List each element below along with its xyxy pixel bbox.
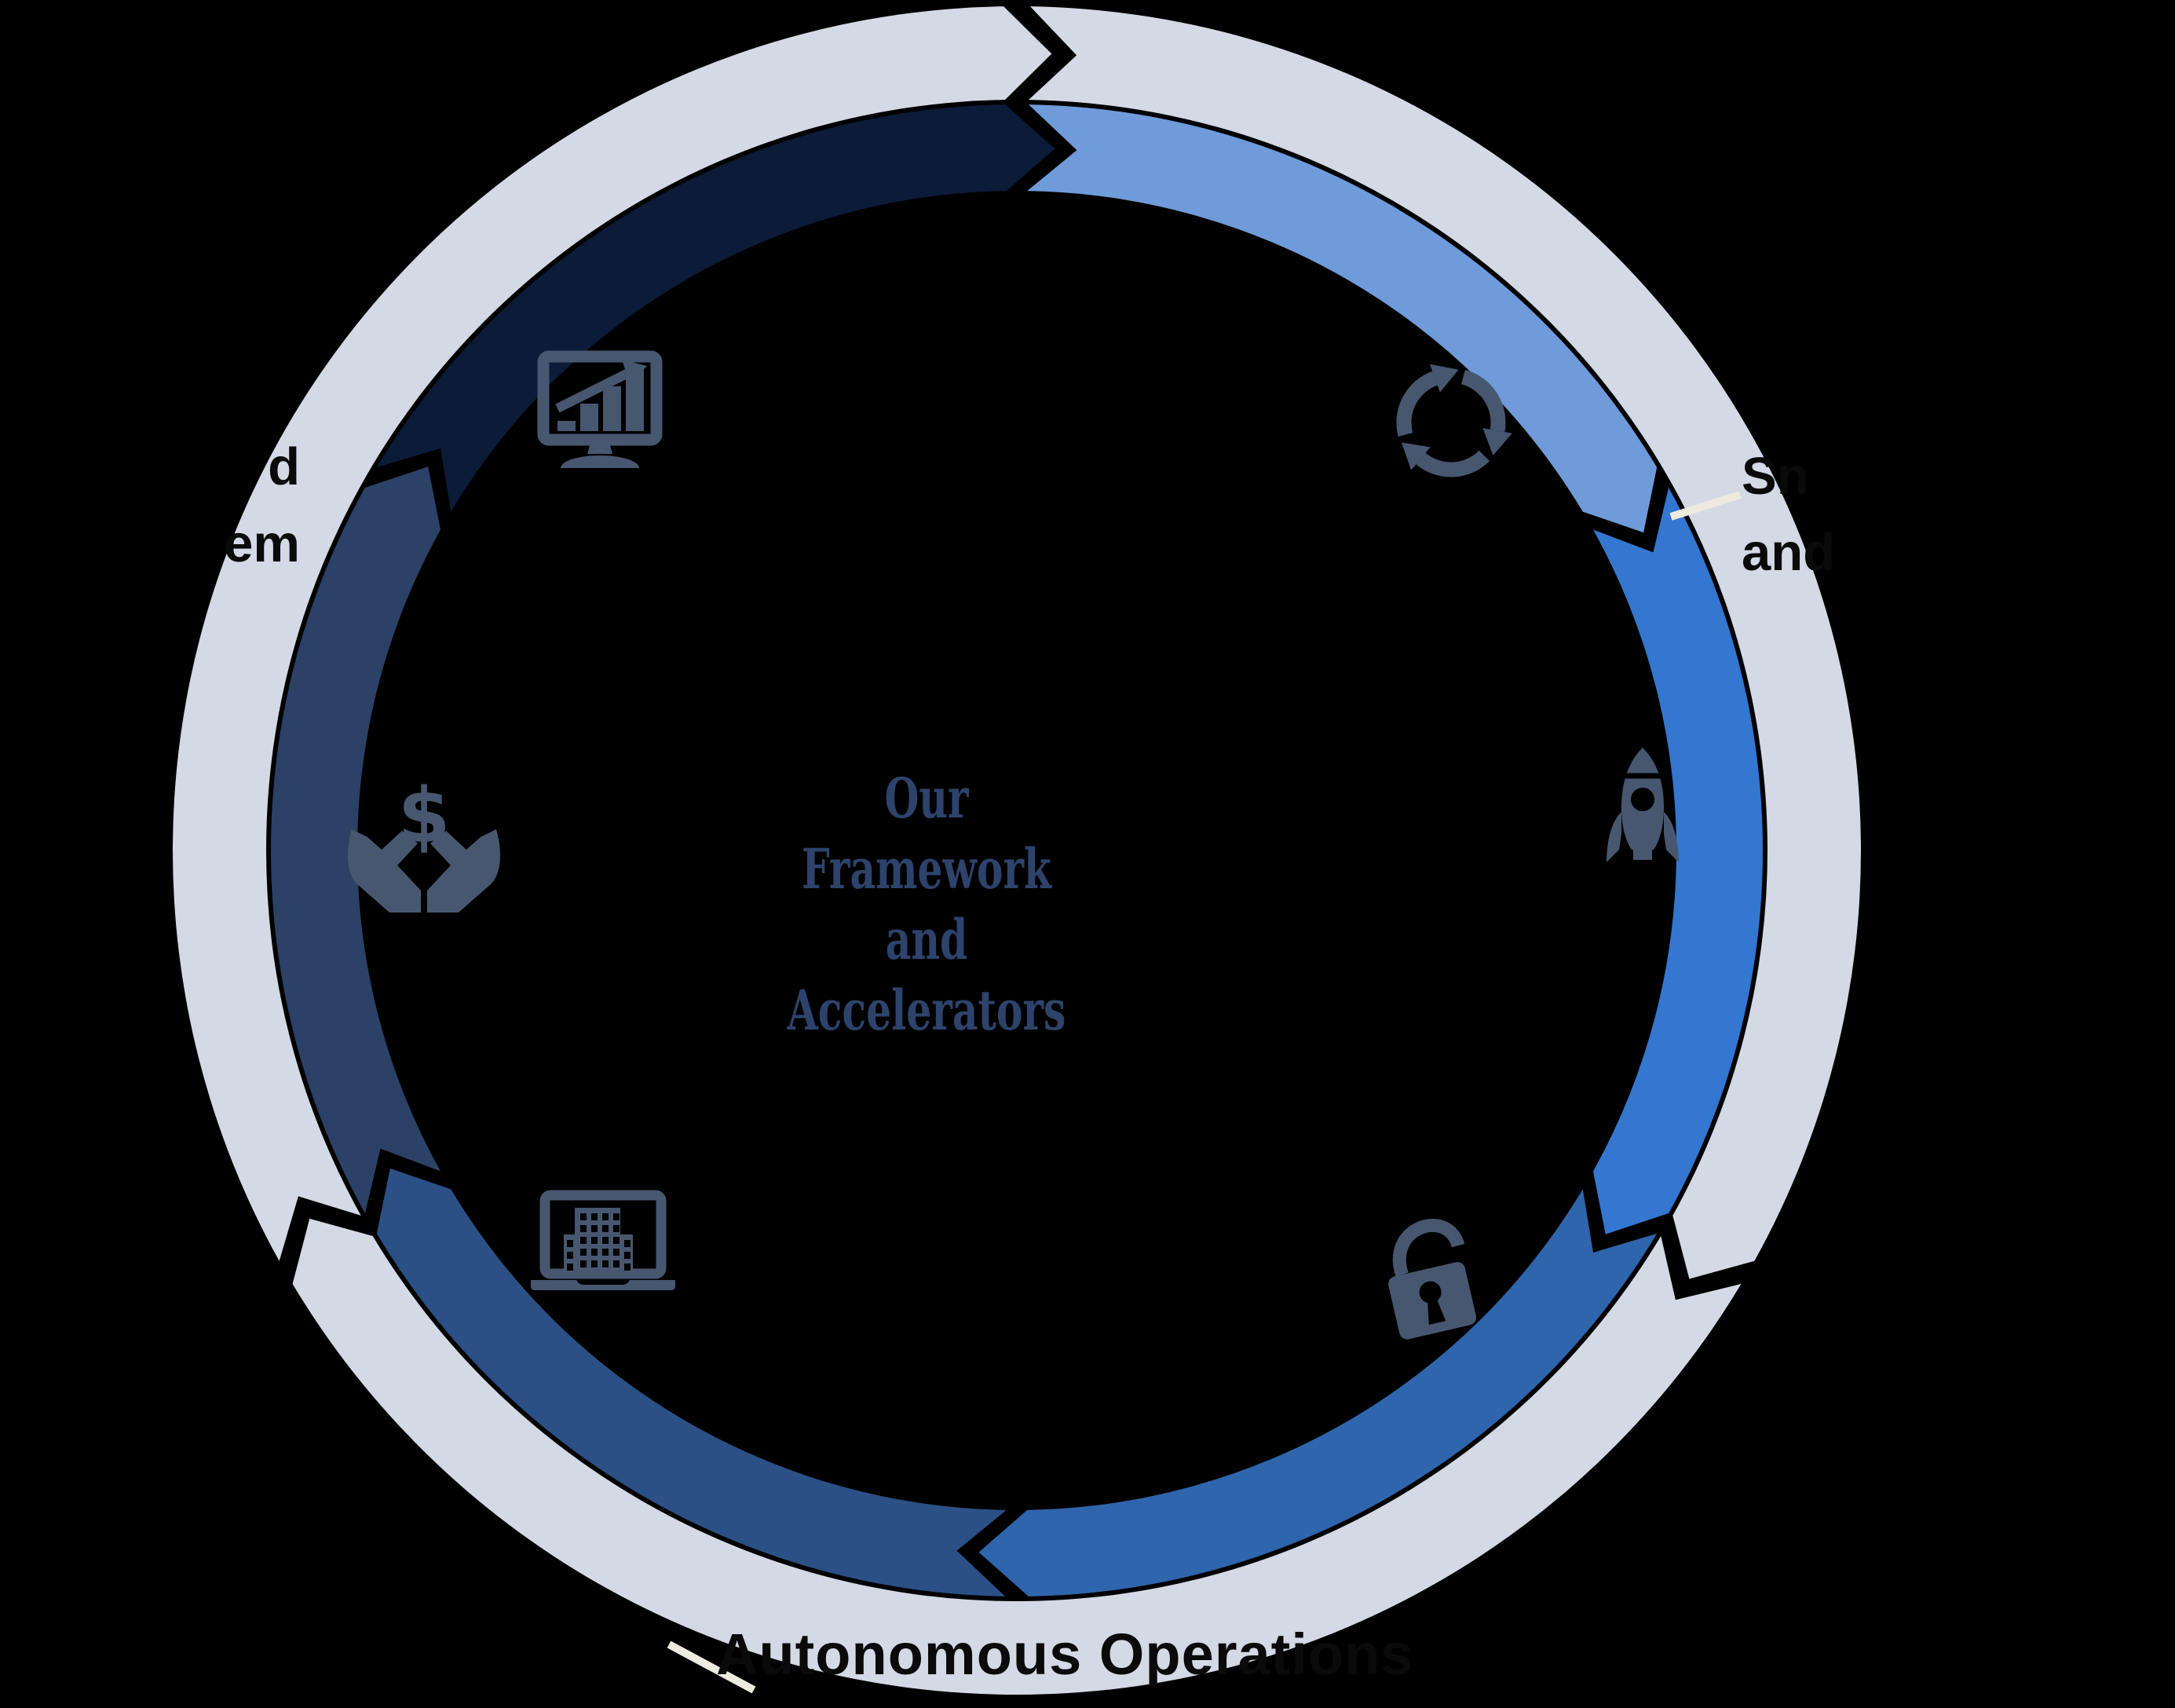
building-window <box>567 1264 573 1271</box>
label-right-line1: Sn <box>1742 447 1809 506</box>
leader-line-2 <box>1669 491 1742 521</box>
building-window <box>580 1225 587 1232</box>
laptop-building-icon <box>531 1190 675 1290</box>
label-right-line2: and <box>1742 523 1836 582</box>
building-window <box>567 1240 573 1247</box>
outer-ring-segment-3 <box>173 6 1052 1261</box>
outer-ring-segment-1 <box>1029 6 1861 1279</box>
building-window <box>613 1225 620 1232</box>
building-window <box>613 1213 620 1220</box>
building-window <box>567 1252 573 1259</box>
building-window <box>602 1213 609 1220</box>
building-window <box>591 1213 598 1220</box>
building-window <box>624 1264 631 1271</box>
outer-ring-segment-2 <box>292 1218 1742 1695</box>
outer-ring <box>173 6 1861 1695</box>
leader-lines <box>667 491 1742 1694</box>
monitor-growth-chart-icon <box>537 350 663 468</box>
open-padlock-icon <box>1388 1219 1477 1340</box>
building-window <box>580 1260 587 1267</box>
building-window <box>580 1249 587 1256</box>
leader-line-1 <box>667 1640 756 1694</box>
building-window <box>591 1225 598 1232</box>
building-window <box>602 1260 609 1267</box>
label-right-truncated: Sn and <box>1742 438 1835 591</box>
building-window <box>624 1252 631 1259</box>
building-window <box>580 1213 587 1220</box>
building-window <box>624 1240 631 1247</box>
cycle-arrows-icon <box>1396 364 1512 477</box>
center-title: Our Framework and Accelerators <box>785 763 1068 1046</box>
label-left-truncated: d em <box>93 429 300 583</box>
inner-ring-segment-10-to-12-oclock <box>376 104 1055 512</box>
building-windows <box>567 1213 631 1271</box>
label-autonomous-operations: Autonomous Operations <box>716 1622 1414 1687</box>
inner-ring-segment-4-to-6-oclock <box>978 1189 1658 1596</box>
label-left-line1: d <box>268 437 300 496</box>
building-window <box>613 1260 620 1267</box>
hands-dollar-icon: $ <box>347 772 501 913</box>
building-window <box>580 1237 587 1244</box>
rocket-icon <box>1607 748 1679 862</box>
building-window <box>591 1260 598 1267</box>
building-window <box>602 1225 609 1232</box>
building-window <box>602 1237 609 1244</box>
building-window <box>613 1237 620 1244</box>
inner-ring-segment-12-to-2-oclock <box>1027 104 1658 533</box>
label-left-line2: em <box>224 514 300 573</box>
building-window <box>591 1249 598 1256</box>
center-title-line1: Our Framework <box>802 766 1051 902</box>
building-window <box>602 1249 609 1256</box>
building-window <box>613 1249 620 1256</box>
center-title-line2: and Accelerators <box>787 907 1066 1043</box>
inner-ring-segment-6-to-8-oclock <box>376 1168 1007 1596</box>
building-window <box>591 1237 598 1244</box>
